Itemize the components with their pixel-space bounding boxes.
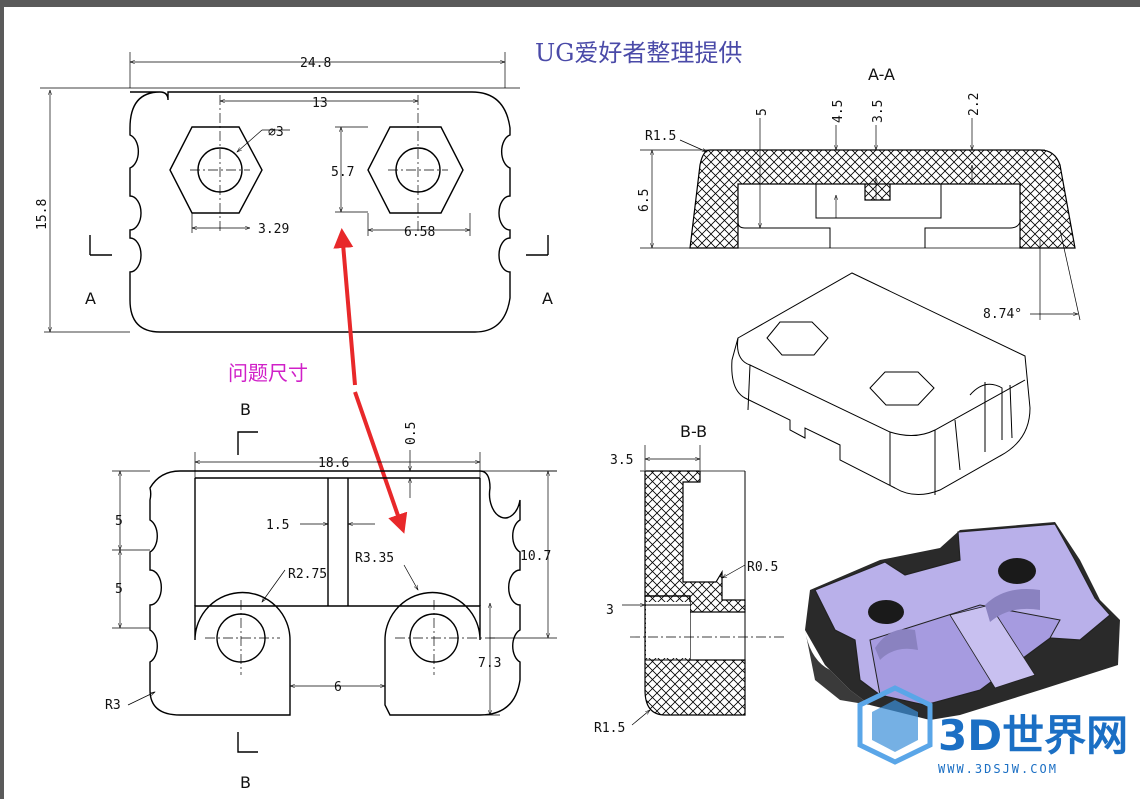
section-label-a-left: A: [85, 289, 96, 308]
b-view-outline: [149, 470, 521, 716]
dim-aa-r1-5: R1.5: [645, 129, 676, 144]
dim-hex-6-58: 6.58: [404, 225, 435, 240]
section-b-b: B-B 3.5 R0.5 3 R1.5: [594, 422, 785, 736]
top-view-outline: [129, 91, 511, 333]
dim-height-15-8: 15.8: [35, 199, 50, 230]
dim-aa-3-5: 3.5: [871, 100, 886, 123]
dim-aa-2-2: 2.2: [967, 93, 982, 116]
dim-b-5b: 5: [115, 582, 123, 597]
dim-width-24-8: 24.8: [300, 56, 331, 71]
dim-b-5a: 5: [115, 514, 123, 529]
watermark-url: WWW.3DSJW.COM: [938, 762, 1058, 776]
drawing-title: UG爱好者整理提供: [535, 39, 742, 67]
dim-b-r3-35: R3.35: [355, 551, 394, 566]
dim-aa-angle: 8.74°: [983, 307, 1022, 322]
dim-hole-spacing-13: 13: [312, 96, 328, 111]
dim-b-width-18-6: 18.6: [318, 456, 349, 471]
dim-aa-4-5: 4.5: [831, 100, 846, 123]
dim-b-gap-1-5: 1.5: [266, 518, 289, 533]
dim-bb-r1-5: R1.5: [594, 721, 625, 736]
section-label-b-top: B: [240, 400, 251, 419]
watermark-main-text: 3D世界网: [938, 711, 1128, 760]
dim-b-height-10-7: 10.7: [520, 549, 551, 564]
dim-bb-3: 3: [606, 603, 614, 618]
aa-hatched-wall: [689, 149, 1076, 249]
bb-hatched-wall: [644, 470, 746, 613]
dim-bb-r0-5: R0.5: [747, 560, 778, 575]
dim-hole-diameter: ∅3: [268, 125, 284, 140]
dim-b-r2-75: R2.75: [288, 567, 327, 582]
hex-pocket-right: [367, 126, 464, 214]
annotation-problem-dimension: 问题尺寸: [228, 361, 308, 385]
window-left-edge: [0, 7, 4, 799]
annotation-arrow: [333, 228, 408, 534]
window-top-bar: [0, 0, 1140, 7]
top-view: 24.8 15.8 13 ∅3 5.7 3.29 6.58 A A: [35, 52, 553, 333]
section-label-b-bottom: B: [240, 773, 251, 792]
dim-hex-3-29: 3.29: [258, 222, 289, 237]
dim-aa-height-6-5: 6.5: [637, 189, 652, 212]
section-a-a: A-A 6.5 5 4.5 3.5 2.2 R1.5 8.74°: [637, 65, 1081, 322]
dim-aa-5: 5: [755, 108, 770, 116]
dim-b-top-gap: 0.5: [404, 422, 419, 445]
dim-b-6: 6: [334, 680, 342, 695]
isometric-line-view: [731, 272, 1031, 495]
dim-offset-5-7: 5.7: [331, 165, 354, 180]
dim-bb-3-5: 3.5: [610, 453, 633, 468]
watermark-logo: 3D世界网 WWW.3DSJW.COM: [857, 685, 1128, 776]
section-aa-title: A-A: [868, 65, 895, 84]
dim-b-r3: R3: [105, 698, 121, 713]
section-bb-title: B-B: [680, 422, 707, 441]
bottom-view: B 18.6 0.5 5 5 1.5: [105, 400, 557, 792]
shaded-3d-model: [805, 522, 1120, 720]
dim-b-7-3: 7.3: [478, 656, 501, 671]
section-label-a-right: A: [542, 289, 553, 308]
